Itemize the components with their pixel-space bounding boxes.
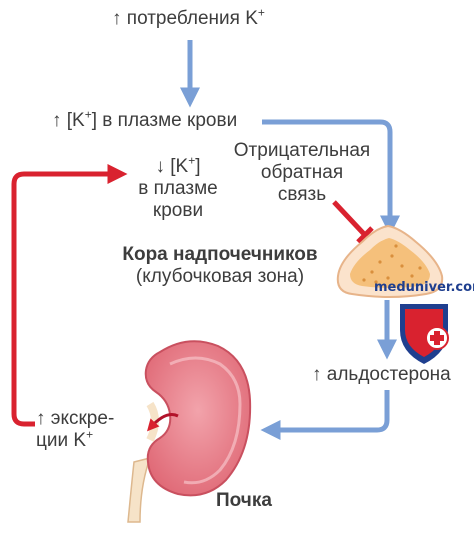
label-intake: ↑ потребления K+ <box>112 5 265 29</box>
watermark: meduniver.com <box>374 280 474 295</box>
arrow-plasma-to-adrenal <box>262 119 400 236</box>
feedback-inhibitor-bar <box>356 226 374 244</box>
label-plasma-increase: ↑ [K+] в плазме крови <box>52 107 238 131</box>
shield-logo <box>400 304 449 364</box>
arrow-excretion-to-plasma-down <box>11 164 128 427</box>
feedback-inhibitor-line <box>332 200 366 236</box>
label-aldosterone: ↑ альдостерона <box>312 364 451 385</box>
label-kidney: Почка <box>216 490 272 511</box>
adrenal-gland <box>336 224 444 298</box>
label-negative-feedback: Отрицательная обратная связь <box>233 140 371 205</box>
label-excretion: ↑ экскре- ции K+ <box>36 408 115 451</box>
kidney <box>127 340 252 523</box>
label-plasma-decrease: ↓ [K+] в плазме крови <box>138 153 218 221</box>
arrow-aldosterone-to-kidney <box>260 390 390 440</box>
label-adrenal-cortex: Кора надпочечников (клубочковая зона) <box>122 244 318 287</box>
